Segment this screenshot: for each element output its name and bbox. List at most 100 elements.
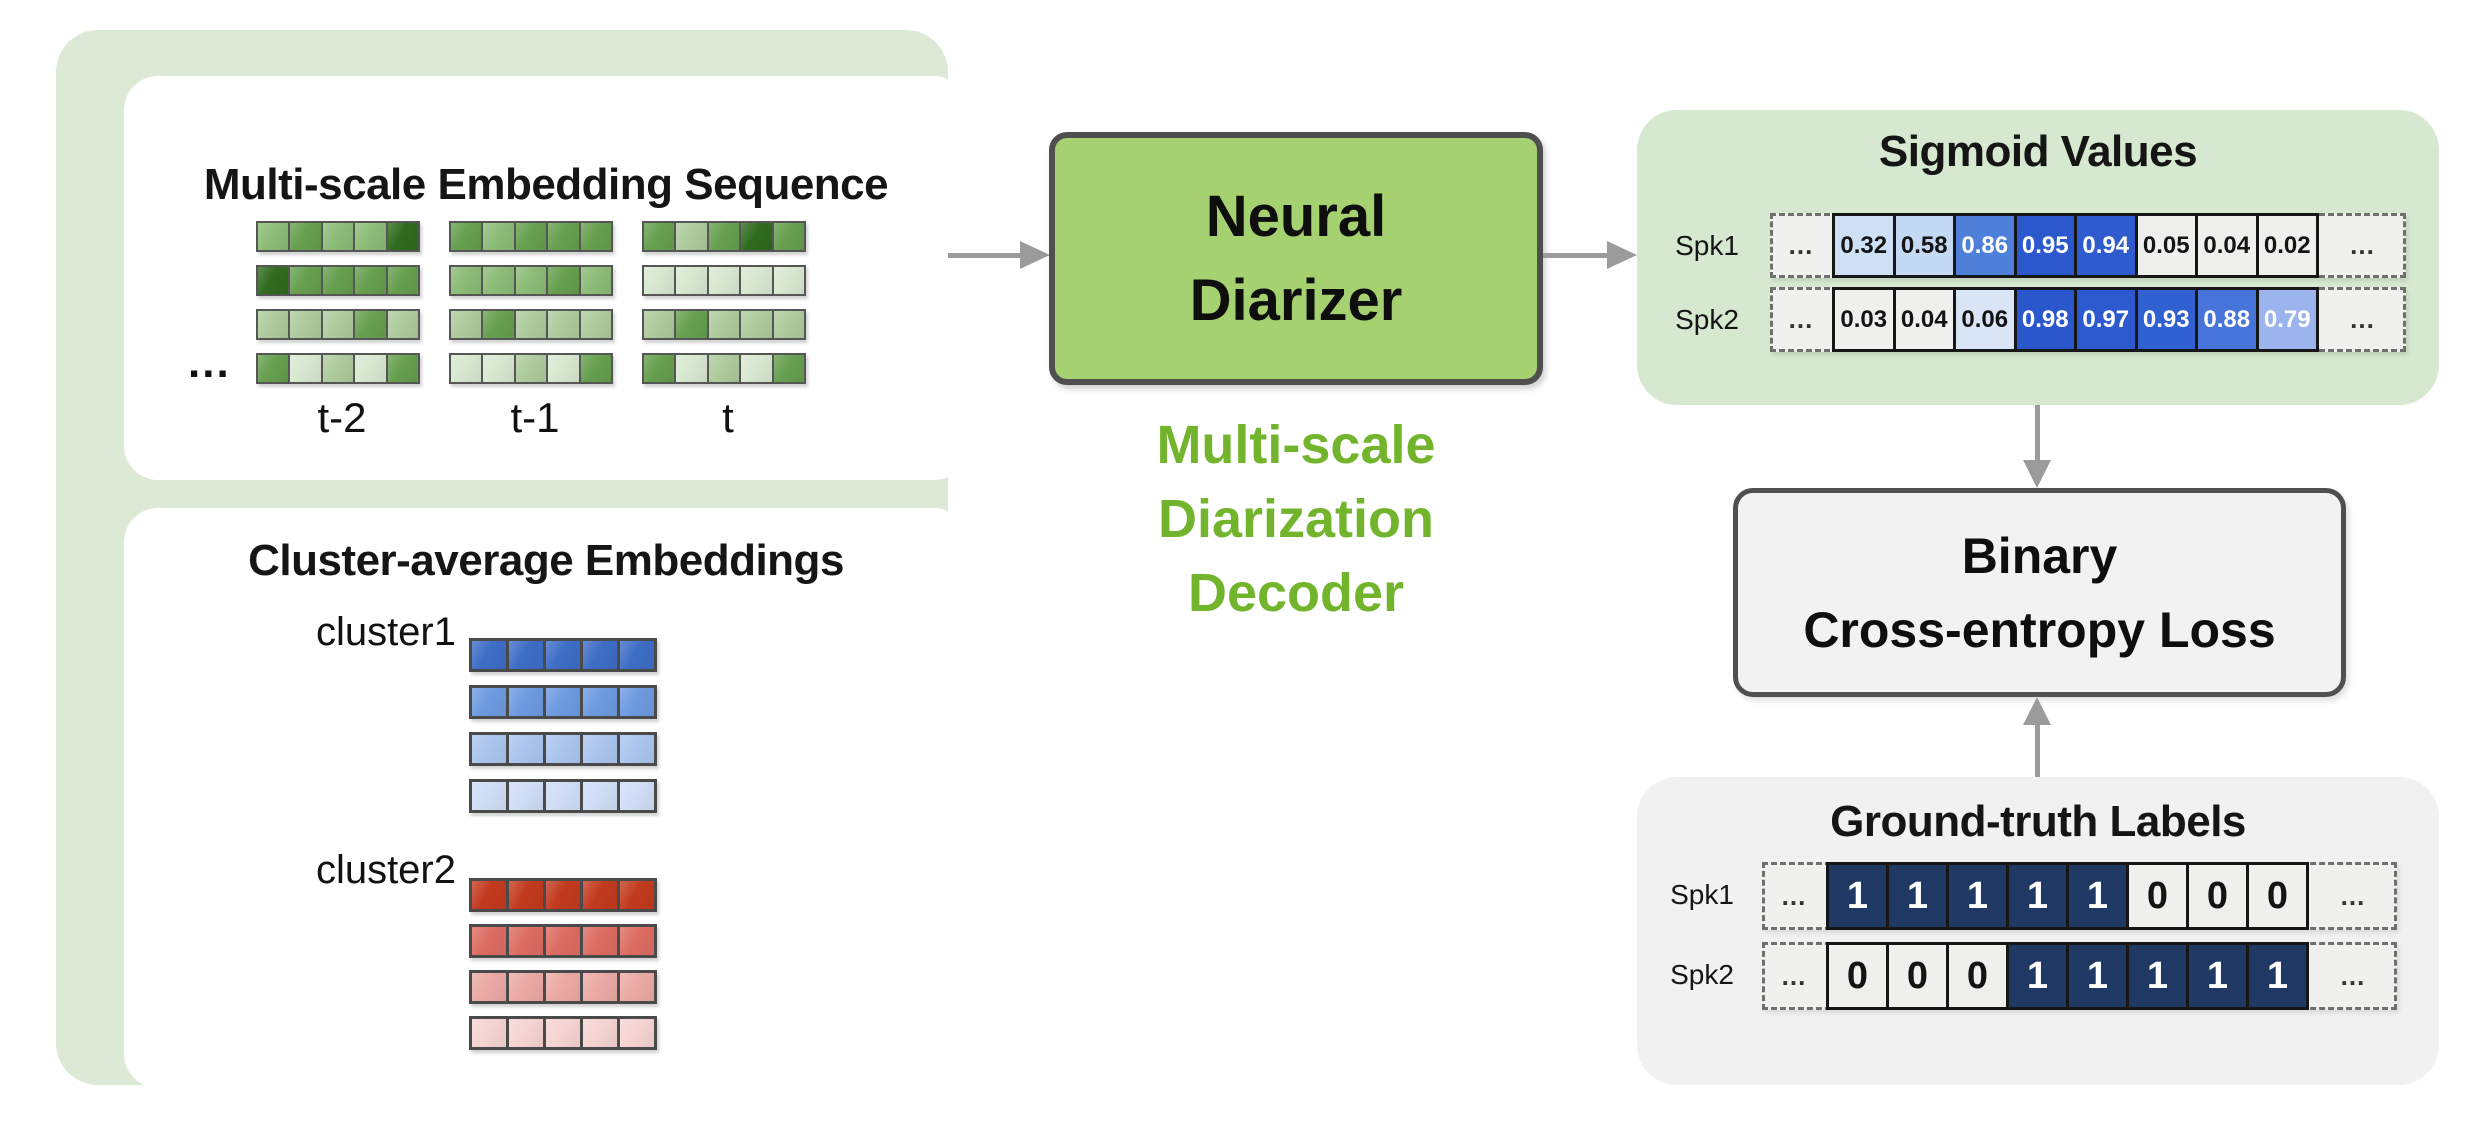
arrow-down-icon	[2023, 460, 2051, 488]
cluster-cell	[506, 1016, 546, 1050]
input-panel: Multi-scale Embedding Sequence ... t-2 t…	[56, 30, 968, 1088]
embedding-cell	[739, 265, 774, 296]
bce-loss-line1: Binary	[1961, 527, 2118, 584]
embedding-cell	[546, 309, 581, 340]
gt-cell: 1	[2006, 942, 2069, 1010]
neural-diarizer-line2: Diarizer	[1189, 267, 1403, 333]
sigmoid-cell: 0.02	[2255, 213, 2319, 278]
cluster-cell	[580, 970, 620, 1004]
cluster-average-box: Cluster-average Embeddings cluster1 clus…	[124, 508, 968, 1088]
cluster-row	[469, 779, 657, 813]
gt-cell: 1	[2246, 942, 2309, 1010]
cluster-cell	[543, 685, 583, 719]
embedding-cell	[449, 221, 484, 252]
ellipsis: ...	[2340, 880, 2366, 911]
arrow-right-icon	[1607, 241, 1637, 269]
cluster-cell	[580, 924, 620, 958]
cluster-cell	[580, 1016, 620, 1050]
gt-cell: 1	[1826, 862, 1889, 930]
sigmoid-cell: 0.93	[2134, 287, 2198, 352]
arrow-up-icon	[2023, 697, 2051, 725]
embedding-sequence-title: Multi-scale Embedding Sequence	[203, 160, 889, 209]
cluster-cell	[580, 685, 620, 719]
cluster-cell	[506, 924, 546, 958]
cluster-cell	[469, 878, 509, 912]
cluster-cell	[580, 878, 620, 912]
embedding-cell	[706, 309, 742, 340]
cluster-row	[469, 638, 657, 672]
embedding-cell	[353, 265, 388, 296]
embedding-cell	[481, 309, 516, 340]
sigmoid-cell: 0.06	[1953, 287, 2017, 352]
sigmoid-cell: 0.05	[2134, 213, 2198, 278]
embedding-cell	[481, 353, 516, 384]
embedding-cell	[449, 353, 484, 384]
arrow-right-icon	[1020, 241, 1050, 269]
embedding-row	[642, 265, 806, 296]
embedding-row	[256, 221, 420, 252]
embedding-row	[449, 265, 613, 296]
cluster-row	[469, 970, 657, 1004]
ellipsis: ...	[2340, 960, 2366, 991]
embedding-cell	[385, 221, 420, 252]
cluster-cell	[543, 924, 583, 958]
cluster-cell	[469, 779, 509, 813]
ground-truth-title: Ground-truth Labels	[1830, 797, 2246, 846]
gt-cell: 1	[2006, 862, 2069, 930]
spk1-label: Spk1	[1675, 230, 1739, 261]
gt-cell: 1	[1886, 862, 1949, 930]
cluster-cell	[617, 1016, 657, 1050]
embedding-group-t	[642, 221, 814, 384]
embedding-cell	[288, 221, 323, 252]
embedding-cell	[771, 353, 806, 384]
embedding-row	[642, 309, 806, 340]
sigmoid-cell: 0.32	[1832, 213, 1896, 278]
gt-cell: 0	[1886, 942, 1949, 1010]
cluster-cell	[580, 638, 620, 672]
embedding-cell	[546, 221, 581, 252]
embedding-cell	[546, 353, 581, 384]
embedding-cell	[578, 265, 613, 296]
cluster-cell	[617, 685, 657, 719]
cluster-average-title: Cluster-average Embeddings	[248, 536, 844, 585]
cluster-row	[469, 685, 657, 719]
sigmoid-cell: 0.98	[2013, 287, 2077, 352]
embedding-cell	[320, 265, 356, 296]
gt-cell: 0	[2246, 862, 2309, 930]
cluster-row	[469, 732, 657, 766]
embedding-cell	[256, 309, 291, 340]
embedding-cell	[513, 353, 549, 384]
embedding-row	[642, 221, 806, 252]
embedding-cell	[288, 309, 323, 340]
gt-spk1-label: Spk1	[1670, 879, 1734, 910]
embedding-cell	[288, 353, 323, 384]
embedding-cell	[353, 309, 388, 340]
msdd-caption-line3: Decoder	[1187, 563, 1405, 623]
embedding-cell	[674, 221, 709, 252]
sigmoid-cell: 0.88	[2195, 287, 2259, 352]
msdd-caption: Multi-scale Diarization Decoder	[1041, 408, 1551, 630]
neural-diarizer-line1: Neural	[1205, 183, 1387, 249]
embedding-cell	[642, 353, 677, 384]
embedding-cell	[771, 309, 806, 340]
embedding-cell	[320, 353, 356, 384]
embedding-group-t-2	[256, 221, 428, 384]
embedding-row	[449, 353, 613, 384]
embedding-row	[449, 221, 613, 252]
embedding-cell	[674, 309, 709, 340]
embedding-cell	[642, 309, 677, 340]
gt-spk2-label: Spk2	[1670, 959, 1734, 990]
embedding-cell	[739, 353, 774, 384]
arrow-line	[948, 253, 1022, 258]
cluster-cell	[506, 970, 546, 1004]
sigmoid-cell: 0.04	[1892, 287, 1956, 352]
gt-cell: 1	[2066, 942, 2129, 1010]
embedding-cell	[353, 353, 388, 384]
neural-diarizer-box: Neural Diarizer	[1049, 132, 1543, 385]
embedding-cell	[449, 265, 484, 296]
arrow-line	[2035, 723, 2040, 779]
cluster-cell	[506, 779, 546, 813]
